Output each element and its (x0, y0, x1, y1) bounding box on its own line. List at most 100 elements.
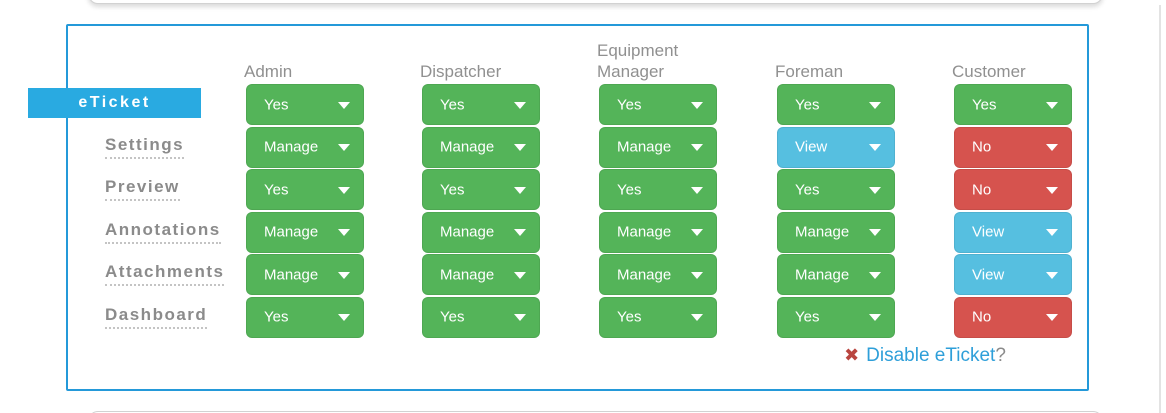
dropdown-preview-equipment-manager[interactable]: Yes (599, 169, 717, 210)
dropdown-attachments-dispatcher[interactable]: Manage (422, 254, 540, 295)
chevron-down-icon (869, 101, 881, 109)
row-label-text: Attachments (105, 262, 225, 286)
row-label-annotations: Annotations (105, 219, 221, 244)
dropdown-settings-equipment-manager[interactable]: Manage (599, 126, 717, 168)
column-header-dispatcher: Dispatcher (420, 62, 502, 81)
dropdown-attachments-admin[interactable]: Manage (246, 254, 364, 295)
dropdown-annotations-admin[interactable]: Manage (246, 211, 364, 253)
row-label-attachments: Attachments (105, 262, 225, 286)
chevron-down-icon (691, 271, 703, 279)
row-label-preview: Preview (105, 177, 180, 201)
dropdown-attachments-foreman[interactable]: Manage (777, 254, 895, 295)
dropdown-value: Yes (617, 308, 642, 326)
eticket-tab[interactable]: eTicket (28, 88, 201, 118)
chevron-down-icon (514, 271, 526, 279)
chevron-down-icon (514, 229, 526, 236)
dropdown-eticket-customer[interactable]: Yes (954, 84, 1072, 125)
row-label-text: Preview (105, 177, 180, 201)
dropdown-preview-customer[interactable]: No (954, 169, 1072, 210)
row-label-dashboard: Dashboard (105, 304, 208, 329)
dropdown-settings-dispatcher[interactable]: Manage (422, 126, 540, 168)
dropdown-annotations-foreman[interactable]: Manage (777, 211, 895, 253)
chevron-down-icon (338, 271, 350, 279)
chevron-down-icon (691, 186, 703, 194)
dropdown-value: Manage (264, 266, 319, 283)
chevron-down-icon (1046, 144, 1058, 151)
chevron-down-icon (869, 186, 881, 194)
dropdown-value: Yes (440, 308, 465, 326)
chevron-down-icon (869, 229, 881, 236)
collapsed-panel-above (88, 0, 1103, 4)
dropdown-value: Yes (972, 96, 997, 113)
dropdown-value: Manage (617, 266, 672, 283)
column-header-customer: Customer (952, 62, 1026, 81)
chevron-down-icon (338, 101, 350, 109)
dropdown-value: View (972, 223, 1005, 241)
chevron-down-icon (338, 314, 350, 321)
chevron-down-icon (1046, 314, 1058, 321)
dropdown-annotations-equipment-manager[interactable]: Manage (599, 211, 717, 253)
dropdown-eticket-equipment-manager[interactable]: Yes (599, 84, 717, 125)
row-label-text: Annotations (105, 219, 221, 244)
row-label-text: Dashboard (105, 304, 208, 329)
dropdown-value: Manage (617, 138, 672, 156)
dropdown-value: No (972, 308, 992, 326)
chevron-down-icon (691, 314, 703, 321)
disable-eticket-question-mark: ? (995, 345, 1006, 366)
chevron-down-icon (1046, 186, 1058, 194)
chevron-down-icon (514, 186, 526, 194)
dropdown-value: Yes (440, 181, 465, 198)
column-header-admin: Admin (244, 62, 293, 81)
chevron-down-icon (514, 314, 526, 321)
dropdown-preview-admin[interactable]: Yes (246, 169, 364, 210)
dropdown-settings-customer[interactable]: No (954, 126, 1072, 168)
dropdown-value: Yes (795, 96, 820, 113)
disable-eticket-control[interactable]: ✖ Disable eTicket? (777, 345, 1073, 367)
chevron-down-icon (1046, 229, 1058, 236)
dropdown-value: Yes (264, 308, 289, 326)
dropdown-value: Yes (617, 181, 642, 198)
dropdown-preview-dispatcher[interactable]: Yes (422, 169, 540, 210)
disable-eticket-link[interactable]: Disable eTicket (866, 345, 996, 366)
dropdown-preview-foreman[interactable]: Yes (777, 169, 895, 210)
dropdown-value: Manage (617, 223, 672, 241)
dropdown-value: View (972, 266, 1005, 283)
dropdown-annotations-dispatcher[interactable]: Manage (422, 211, 540, 253)
dropdown-value: View (795, 138, 828, 156)
chevron-down-icon (869, 144, 881, 151)
dropdown-annotations-customer[interactable]: View (954, 211, 1072, 253)
x-mark-icon[interactable]: ✖ (844, 345, 860, 365)
dropdown-value: Manage (440, 138, 495, 156)
dropdown-value: No (972, 181, 992, 198)
dropdown-value: Manage (264, 138, 319, 156)
dropdown-settings-admin[interactable]: Manage (246, 126, 364, 168)
dropdown-value: Manage (440, 266, 495, 283)
dropdown-dashboard-equipment-manager[interactable]: Yes (599, 296, 717, 338)
column-header-equipment-manager: Equipment Manager (597, 41, 679, 81)
dropdown-value: Yes (264, 181, 289, 198)
dropdown-value: Manage (264, 223, 319, 241)
dropdown-value: Manage (440, 223, 495, 241)
dropdown-value: Yes (440, 96, 465, 113)
dropdown-dashboard-customer[interactable]: No (954, 296, 1072, 338)
dropdown-value: Yes (617, 96, 642, 113)
chevron-down-icon (514, 144, 526, 151)
row-label-settings: Settings (105, 134, 185, 159)
chevron-down-icon (338, 186, 350, 194)
dropdown-dashboard-dispatcher[interactable]: Yes (422, 296, 540, 338)
dropdown-dashboard-foreman[interactable]: Yes (777, 296, 895, 338)
dropdown-settings-foreman[interactable]: View (777, 126, 895, 168)
dropdown-attachments-equipment-manager[interactable]: Manage (599, 254, 717, 295)
dropdown-eticket-foreman[interactable]: Yes (777, 84, 895, 125)
eticket-permissions-card (66, 24, 1089, 391)
dropdown-eticket-dispatcher[interactable]: Yes (422, 84, 540, 125)
eticket-tab-label: eTicket (78, 94, 151, 111)
dropdown-eticket-admin[interactable]: Yes (246, 84, 364, 125)
chevron-down-icon (691, 101, 703, 109)
dropdown-value: Yes (264, 96, 289, 113)
chevron-down-icon (338, 229, 350, 236)
dropdown-dashboard-admin[interactable]: Yes (246, 296, 364, 338)
chevron-down-icon (1046, 101, 1058, 109)
dropdown-value: No (972, 138, 992, 156)
dropdown-attachments-customer[interactable]: View (954, 254, 1072, 295)
